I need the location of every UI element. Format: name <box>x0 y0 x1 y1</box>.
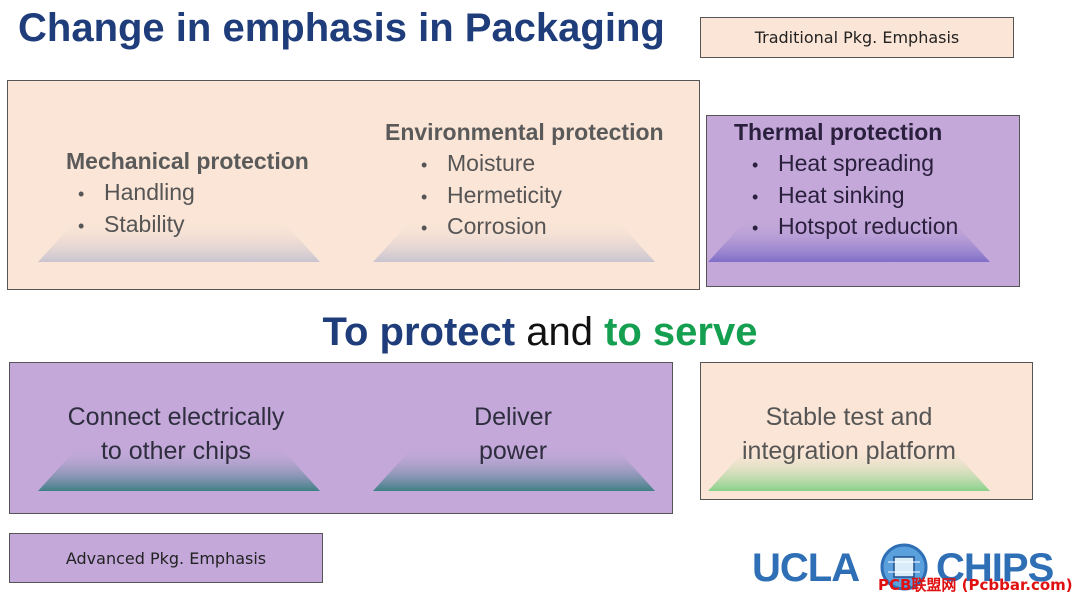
legend-advanced: Advanced Pkg. Emphasis <box>9 533 323 583</box>
environmental-group: Environmental protection Moisture Hermet… <box>385 119 664 244</box>
legend-advanced-label: Advanced Pkg. Emphasis <box>65 548 267 568</box>
environmental-heading: Environmental protection <box>385 119 664 145</box>
logo-chips-text: CHIPS <box>936 546 1054 590</box>
mechanical-group: Mechanical protection Handling Stability <box>66 148 309 241</box>
platform-shape <box>708 447 990 491</box>
connect-line-1: Connect electrically <box>67 403 285 431</box>
platform-text: Stable test and integration platform <box>700 400 998 468</box>
platform-line-2: integration platform <box>741 437 956 465</box>
logo-ucla-text: UCLA <box>752 546 860 590</box>
tagline-and: and <box>515 310 605 354</box>
chip-globe-icon <box>880 543 928 591</box>
connect-platform-shape <box>38 447 320 491</box>
list-item: Heat spreading <box>752 149 958 181</box>
environmental-list: Moisture Hermeticity Corrosion <box>421 149 664 244</box>
list-item: Corrosion <box>421 212 664 244</box>
deliver-text: Deliver power <box>370 400 656 468</box>
list-item: Heat sinking <box>752 181 958 213</box>
legend-traditional-label: Traditional Pkg. Emphasis <box>754 28 960 47</box>
page-title: Change in emphasis in Packaging <box>18 6 665 50</box>
list-item: Hermeticity <box>421 181 664 213</box>
legend-traditional: Traditional Pkg. Emphasis <box>700 17 1014 58</box>
list-item: Hotspot reduction <box>752 212 958 244</box>
tagline-serve: to serve <box>604 310 758 354</box>
list-item: Stability <box>78 210 309 242</box>
list-item: Handling <box>78 178 309 210</box>
tagline: To protect and to serve <box>0 310 1080 355</box>
list-item: Moisture <box>421 149 664 181</box>
mechanical-list: Handling Stability <box>78 178 309 241</box>
deliver-platform-shape <box>373 447 655 491</box>
ucla-chips-logo: UCLA CHIPS PCB联盟网 (Pcbbar.com) <box>752 540 1073 596</box>
thermal-list: Heat spreading Heat sinking Hotspot redu… <box>752 149 958 244</box>
connect-line-2: to other chips <box>100 437 252 465</box>
platform-line-1: Stable test and <box>765 403 933 431</box>
mechanical-heading: Mechanical protection <box>66 148 309 174</box>
deliver-line-1: Deliver <box>474 403 552 431</box>
deliver-line-2: power <box>478 437 548 465</box>
thermal-heading: Thermal protection <box>734 119 943 145</box>
watermark-text: PCB联盟网 (Pcbbar.com) <box>878 576 1073 594</box>
connect-text: Connect electrically to other chips <box>20 400 332 468</box>
thermal-group: Thermal protection Heat spreading Heat s… <box>734 119 958 244</box>
tagline-protect: To protect <box>322 310 516 354</box>
